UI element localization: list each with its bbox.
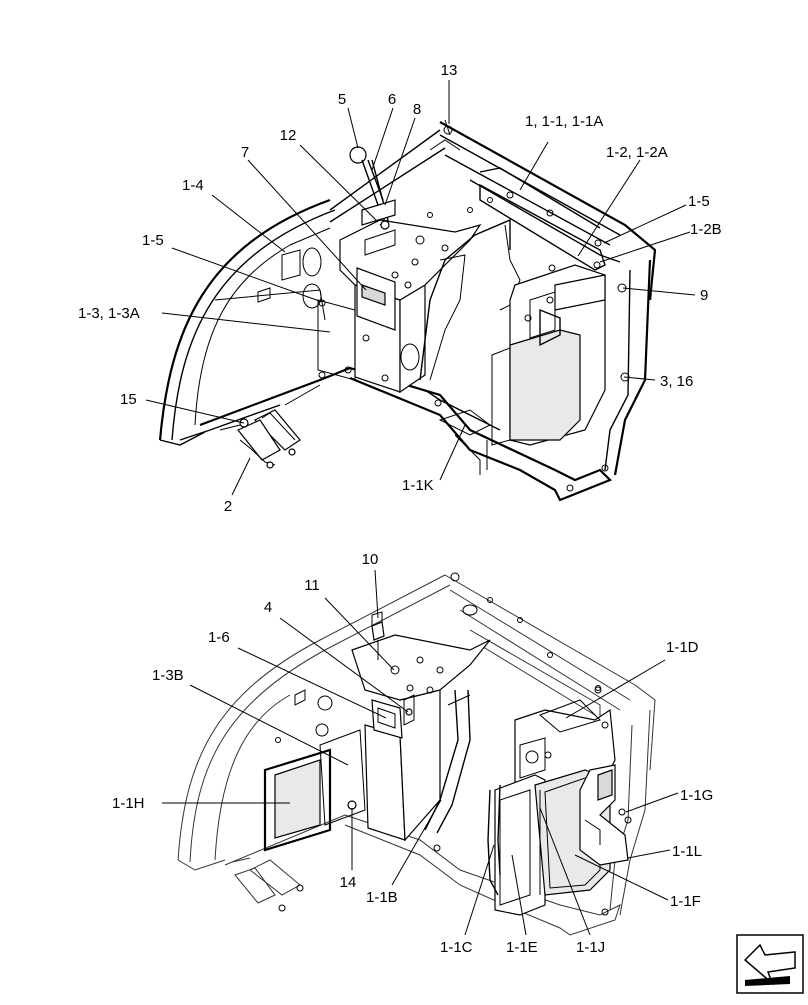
callout-15: 15 xyxy=(120,391,137,408)
lever-knob xyxy=(349,146,367,164)
callout-1-6: 1-6 xyxy=(208,629,230,646)
next-page-arrow-icon[interactable] xyxy=(736,934,804,994)
panel-1-1H xyxy=(263,748,332,852)
callout-1-3B: 1-3B xyxy=(152,667,184,684)
callout-1-5-right: 1-5 xyxy=(688,193,710,210)
callout-labels-bottom: 10 11 4 1-6 1-1D 1-3B 1-1H 1-1G 1-1L 14 … xyxy=(112,551,713,956)
callout-5: 5 xyxy=(338,91,346,108)
pedal-plate xyxy=(253,409,301,451)
callout-1-1-1-1A: 1, 1-1, 1-1A xyxy=(525,113,603,130)
callout-11: 11 xyxy=(304,577,320,594)
fender-outer-top xyxy=(158,198,331,441)
callout-3-16: 3, 16 xyxy=(660,373,693,390)
callout-6: 6 xyxy=(388,91,396,108)
callout-1-2-1-2A: 1-2, 1-2A xyxy=(606,144,668,161)
callout-1-1D: 1-1D xyxy=(666,639,699,656)
callout-1-1G: 1-1G xyxy=(680,787,713,804)
leader-lines xyxy=(145,80,696,936)
right-cover-block xyxy=(509,329,581,441)
callout-1-1K: 1-1K xyxy=(402,477,434,494)
callout-1-1B: 1-1B xyxy=(366,889,398,906)
callout-1-1L: 1-1L xyxy=(672,843,702,860)
callout-9: 9 xyxy=(700,287,708,304)
callout-1-1J: 1-1J xyxy=(576,939,605,956)
callout-1-1F: 1-1F xyxy=(670,893,701,910)
callout-12: 12 xyxy=(280,127,297,144)
callout-10: 10 xyxy=(362,551,379,568)
callout-1-5-left: 1-5 xyxy=(142,232,164,249)
callout-4: 4 xyxy=(264,599,272,616)
callout-13: 13 xyxy=(441,62,458,79)
bracket-1-1L xyxy=(579,764,629,866)
callout-14: 14 xyxy=(340,874,357,891)
callout-8: 8 xyxy=(413,101,421,118)
callout-1-1C: 1-1C xyxy=(440,939,473,956)
bottom-assembly xyxy=(177,572,656,936)
callout-labels-top: 13 5 6 8 1, 1-1, 1-1A 12 7 1-2, 1-2A 1-4… xyxy=(78,62,722,515)
callout-7: 7 xyxy=(241,144,249,161)
top-assembly xyxy=(158,119,657,502)
callout-1-4: 1-4 xyxy=(182,177,204,194)
callout-2: 2 xyxy=(224,498,232,515)
callout-1-3-1-3A: 1-3, 1-3A xyxy=(78,305,140,322)
callout-1-1E: 1-1E xyxy=(506,939,538,956)
callout-1-1H: 1-1H xyxy=(112,795,145,812)
callout-1-2B: 1-2B xyxy=(690,221,722,238)
